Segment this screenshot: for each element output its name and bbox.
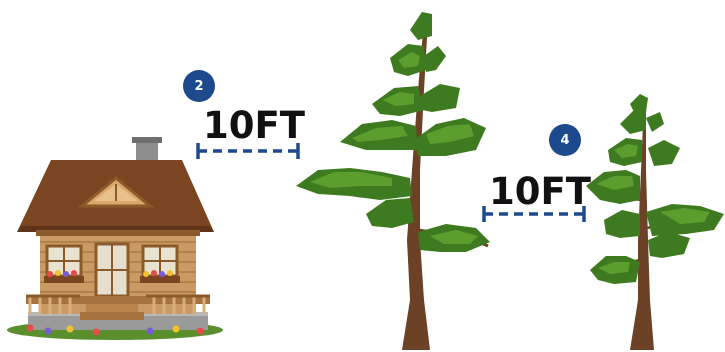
distance-label-1: 10FT <box>203 107 305 144</box>
house-icon <box>7 137 223 340</box>
marker-badge-2: 2 <box>183 70 215 102</box>
distance-label-2: 10FT <box>489 173 591 210</box>
tall-pine-tree-icon <box>296 12 490 350</box>
pine-tree-icon <box>586 94 724 350</box>
marker-badge-4: 4 <box>549 124 581 156</box>
